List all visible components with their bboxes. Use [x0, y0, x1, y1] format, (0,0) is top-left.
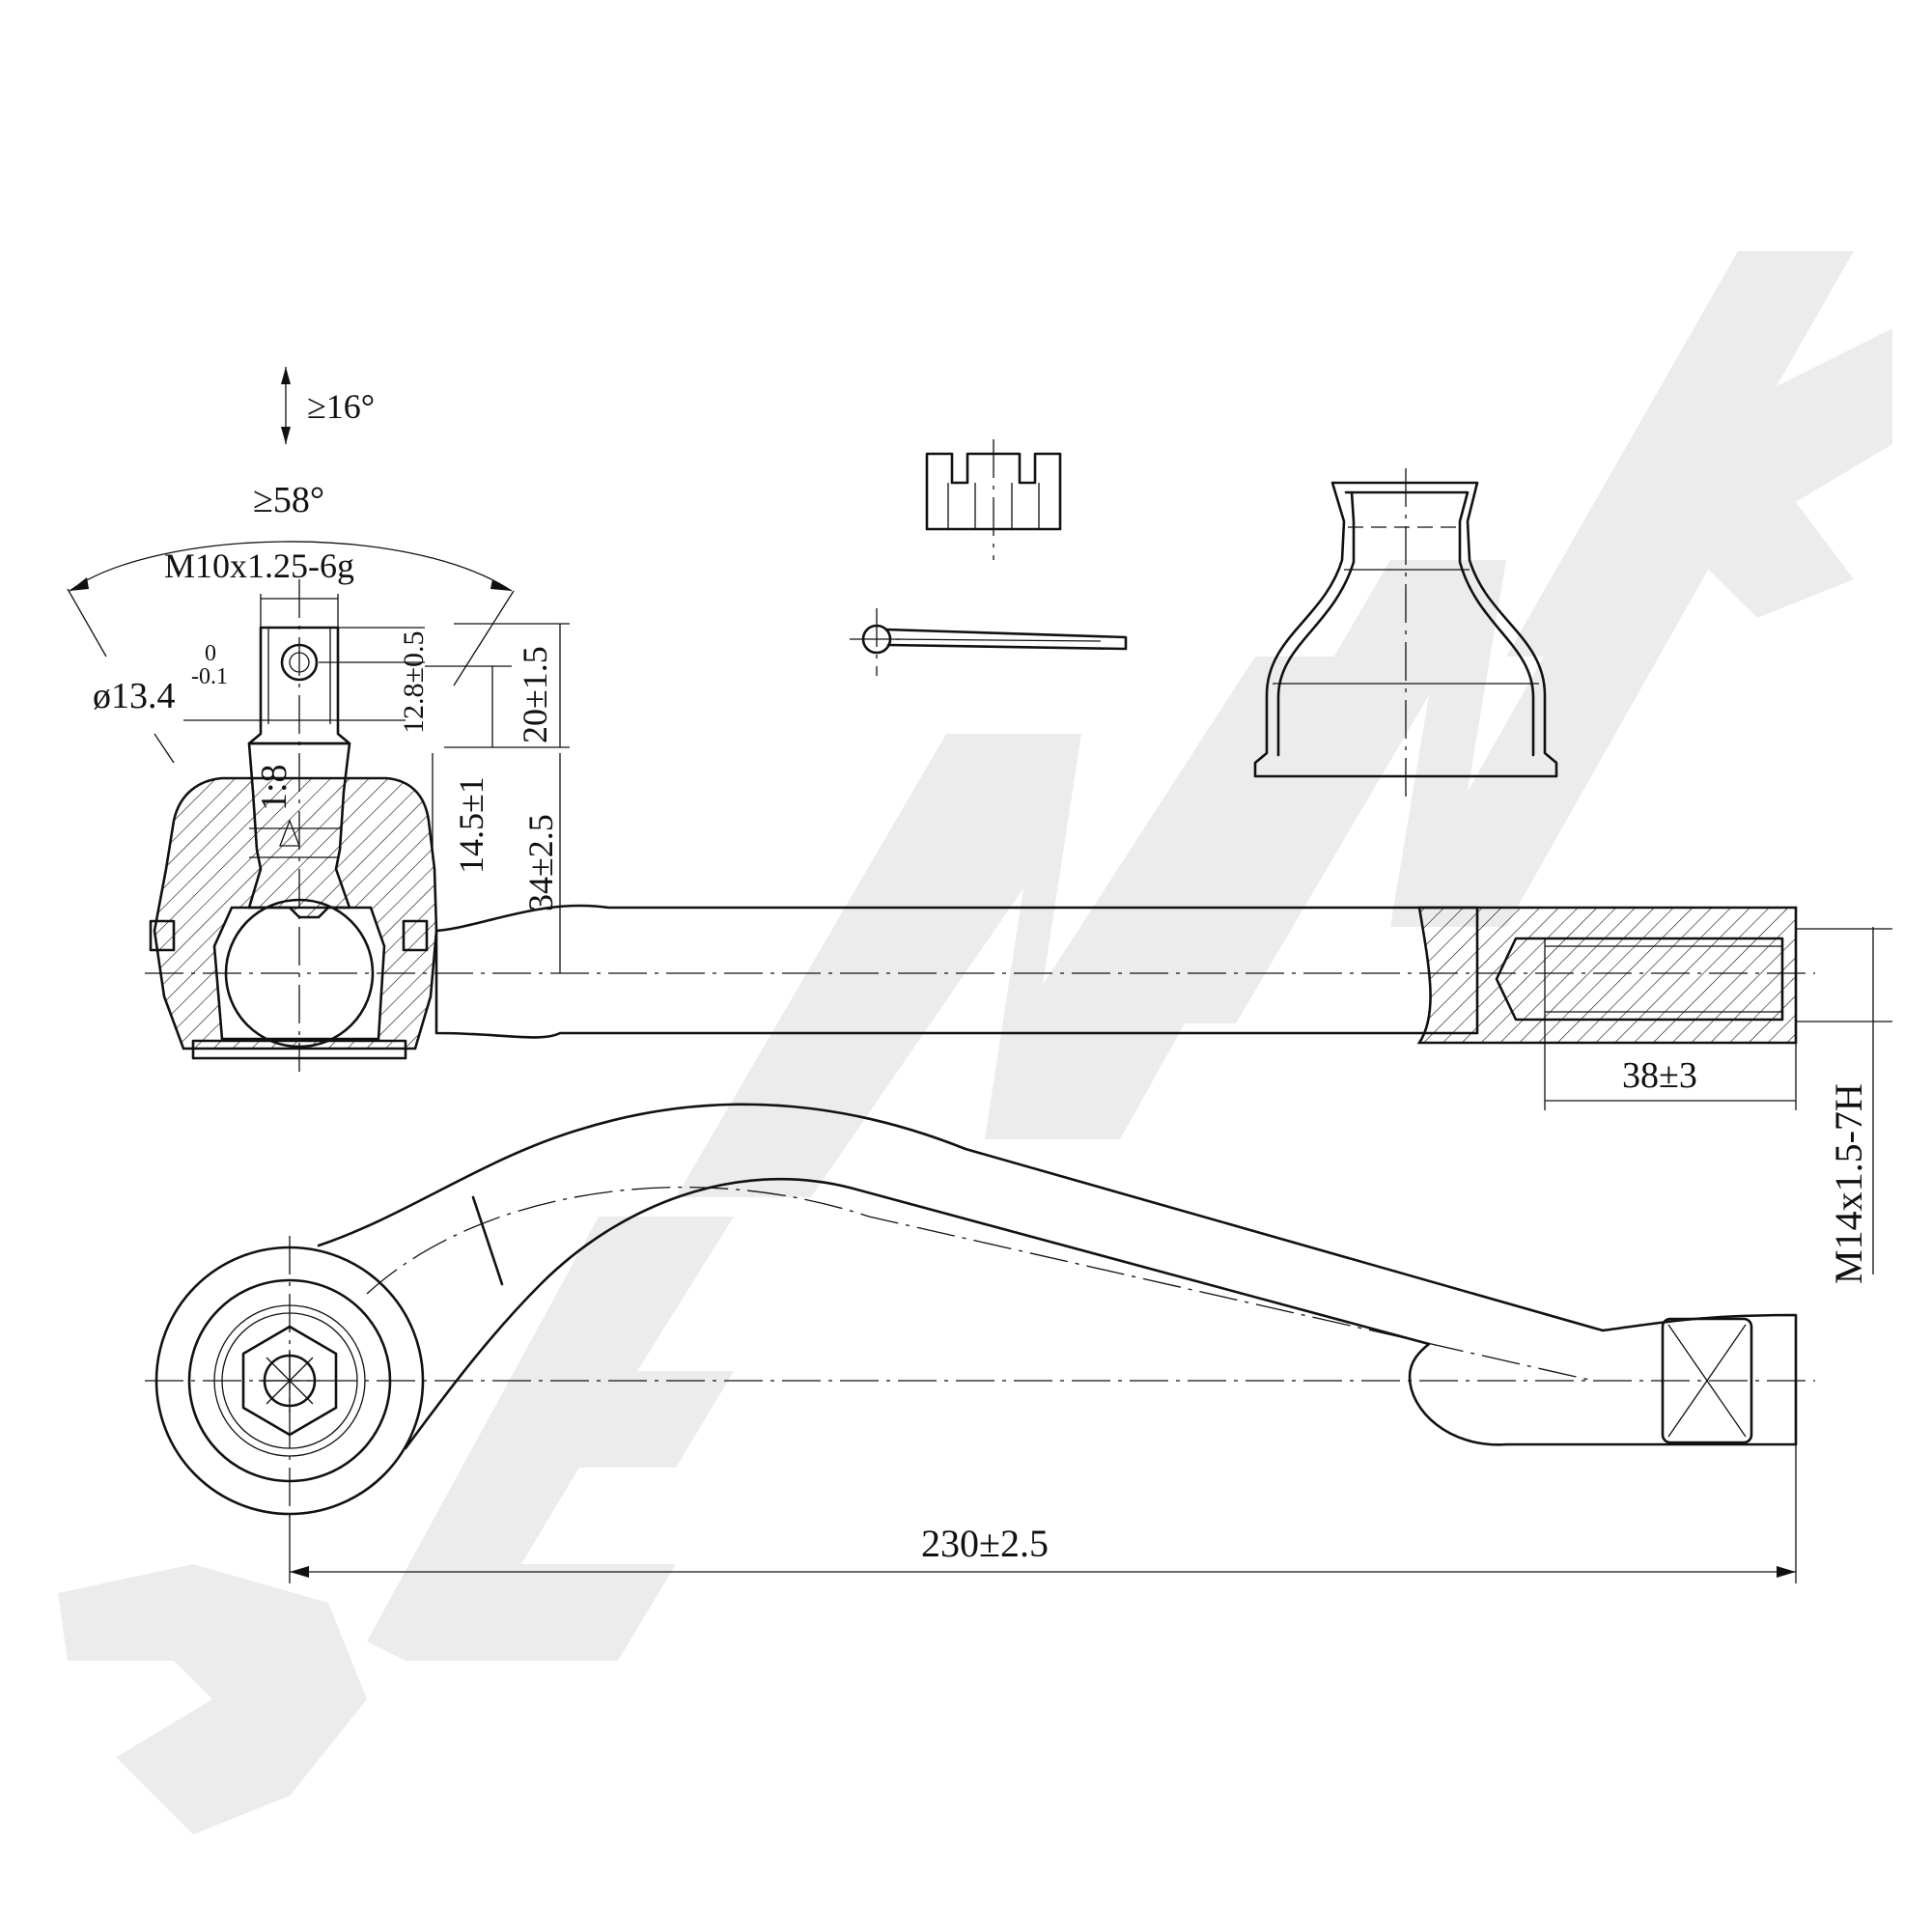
tie-rod-end-side-view [145, 579, 1815, 1072]
tilt-arrowhead [281, 367, 291, 384]
swing-arrowhead [490, 579, 512, 591]
taper-length-label: 14.5±1 [452, 776, 490, 874]
stud-thread-label: M10x1.25-6g [164, 546, 354, 585]
threaded-bore [1495, 937, 1784, 1022]
dimensions: ≥16° ≥58° M10x1.25-6g ø13.4 0 -0.1 12.8±… [67, 367, 1892, 1583]
dust-boot [1253, 468, 1558, 801]
stud-shank [247, 742, 351, 910]
cotter-pin [850, 608, 1128, 676]
section-mark [471, 1195, 504, 1286]
watermark-letter-k [1506, 251, 1892, 657]
overall-arrowhead [290, 1566, 309, 1578]
overall-arrowhead [1777, 1566, 1796, 1578]
stud-diameter-tol-upper: 0 [205, 641, 216, 666]
overall-length-label: 230±2.5 [921, 1522, 1049, 1565]
dust-boot-outer [1253, 481, 1558, 778]
boot-clip [149, 919, 176, 952]
arm-centerline [366, 1186, 1594, 1382]
swing-arrowhead [70, 577, 89, 591]
stud-diameter-tol-lower: -0.1 [191, 664, 228, 689]
watermark-letter-e [367, 1217, 734, 1661]
castle-nut [925, 439, 1062, 560]
dust-boot-inner [1276, 490, 1356, 757]
inner-thread-label: M14x1.5-7H [1827, 1083, 1870, 1284]
diameter-leader [154, 733, 175, 764]
taper-arrow [279, 819, 300, 847]
cotter-pin-leg-line [887, 638, 1102, 642]
cotter-pin-leg [884, 628, 1128, 651]
swing-extension [67, 588, 107, 658]
stud-diameter-label: ø13.4 [93, 676, 176, 716]
stud-height-label: 34±2.5 [521, 814, 560, 911]
watermark-letter-n [676, 657, 1390, 1197]
top-view-outline [317, 1103, 1798, 1450]
wrench-flat-cross [1667, 1324, 1747, 1438]
bottom-plate [191, 1039, 407, 1060]
castle-nut-outline [925, 452, 1062, 531]
pin-hole-height-label: 12.8±0.5 [398, 631, 430, 734]
tie-rod-end-top-view [145, 1103, 1815, 1526]
swing-extension [453, 590, 515, 686]
watermark [58, 251, 1892, 1834]
stud-length-label: 20±1.5 [516, 646, 554, 743]
taper-ratio-label: 1:8 [254, 764, 294, 811]
boot-clip [402, 919, 429, 952]
arm-end-section [1416, 906, 1798, 1045]
thread-depth-label: 38±3 [1622, 1055, 1697, 1096]
tilt-angle-label: ≥16° [307, 387, 375, 426]
swing-angle-label: ≥58° [253, 480, 324, 520]
swing-arc [69, 541, 513, 592]
tilt-arrowhead [281, 427, 291, 444]
watermark-letter-z [58, 1564, 367, 1834]
